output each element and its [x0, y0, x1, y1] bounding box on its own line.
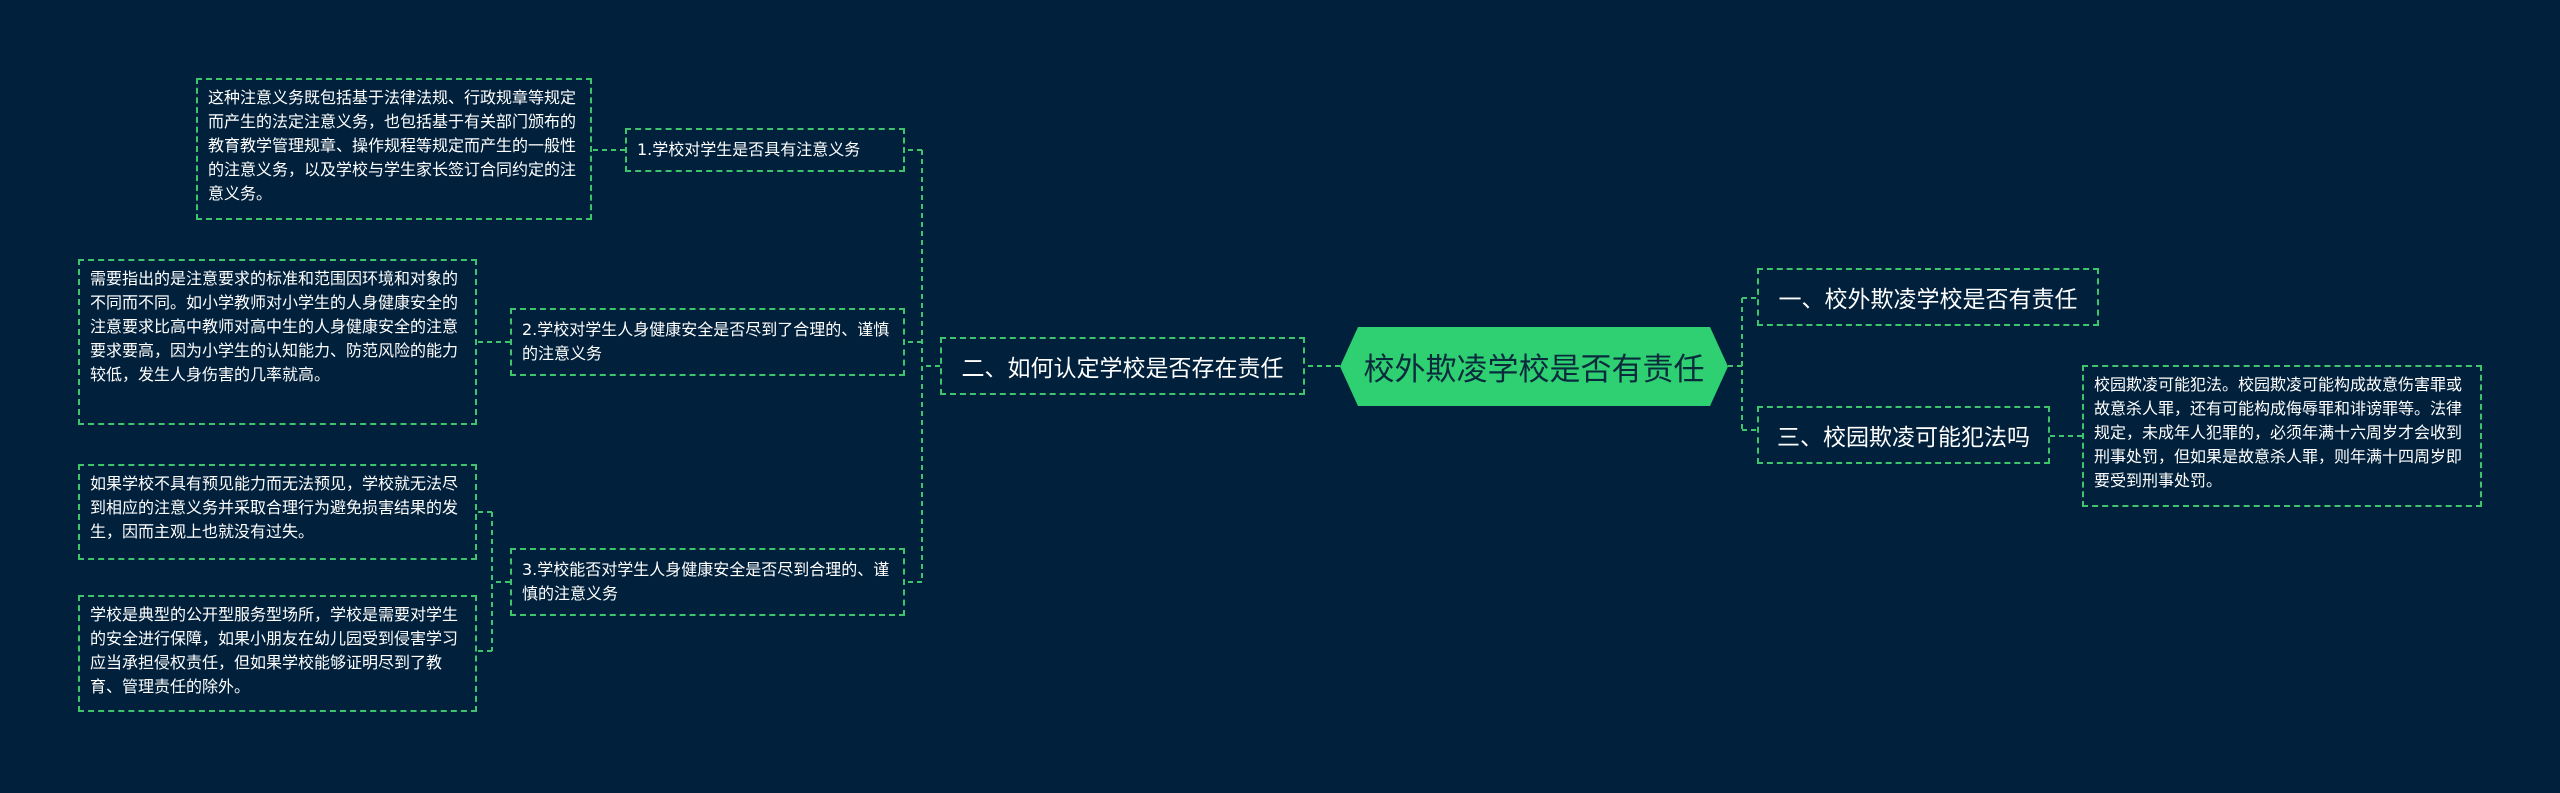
right-topic-1[interactable]: 一、校外欺凌学校是否有责任 — [1757, 268, 2099, 326]
left-child-2-detail[interactable]: 需要指出的是注意要求的标准和范围因环境和对象的不同而不同。如小学教师对小学生的人… — [78, 259, 477, 425]
right-topic-3[interactable]: 三、校园欺凌可能犯法吗 — [1757, 406, 2050, 464]
left-child-2-label: 2.学校对学生人身健康安全是否尽到了合理的、谨慎的注意义务 — [522, 320, 890, 363]
left-child-1-detail-text: 这种注意义务既包括基于法律法规、行政规章等规定而产生的法定注意义务，也包括基于有… — [208, 88, 577, 203]
link-root-right — [1728, 297, 1757, 431]
left-topic-2[interactable]: 二、如何认定学校是否存在责任 — [940, 337, 1305, 395]
right-topic-3-detail[interactable]: 校园欺凌可能犯法。校园欺凌可能构成故意伤害罪或故意杀人罪，还有可能构成侮辱罪和诽… — [2082, 365, 2482, 507]
left-child-1-label: 1.学校对学生是否具有注意义务 — [637, 140, 861, 159]
left-child-3-detail-1-text: 如果学校不具有预见能力而无法预见，学校就无法尽到相应的注意义务并采取合理行为避免… — [90, 474, 459, 541]
link-child3-details — [477, 511, 510, 652]
left-child-3-detail-2[interactable]: 学校是典型的公开型服务型场所，学校是需要对学生的安全进行保障，如果小朋友在幼儿园… — [78, 595, 477, 712]
right-topic-1-label: 一、校外欺凌学校是否有责任 — [1778, 287, 2078, 313]
left-child-3-detail-2-text: 学校是典型的公开型服务型场所，学校是需要对学生的安全进行保障，如果小朋友在幼儿园… — [90, 605, 459, 696]
right-topic-3-detail-text: 校园欺凌可能犯法。校园欺凌可能构成故意伤害罪或故意杀人罪，还有可能构成侮辱罪和诽… — [2094, 375, 2463, 490]
left-child-3-detail-1[interactable]: 如果学校不具有预见能力而无法预见，学校就无法尽到相应的注意义务并采取合理行为避免… — [78, 464, 477, 560]
left-child-1-detail[interactable]: 这种注意义务既包括基于法律法规、行政规章等规定而产生的法定注意义务，也包括基于有… — [196, 78, 592, 220]
left-child-2-detail-text: 需要指出的是注意要求的标准和范围因环境和对象的不同而不同。如小学教师对小学生的人… — [90, 269, 459, 384]
root-topic-label: 校外欺凌学校是否有责任 — [1363, 352, 1705, 388]
left-child-2[interactable]: 2.学校对学生人身健康安全是否尽到了合理的、谨慎的注意义务 — [510, 308, 905, 376]
root-topic[interactable]: 校外欺凌学校是否有责任 — [1340, 327, 1728, 406]
left-child-1[interactable]: 1.学校对学生是否具有注意义务 — [625, 128, 905, 172]
left-topic-2-label: 二、如何认定学校是否存在责任 — [961, 356, 1284, 382]
link-left-children — [905, 149, 940, 583]
left-child-3-label: 3.学校能否对学生人身健康安全是否尽到合理的、谨慎的注意义务 — [522, 560, 890, 603]
right-topic-3-label: 三、校园欺凌可能犯法吗 — [1777, 425, 2030, 451]
left-child-3[interactable]: 3.学校能否对学生人身健康安全是否尽到合理的、谨慎的注意义务 — [510, 548, 905, 616]
